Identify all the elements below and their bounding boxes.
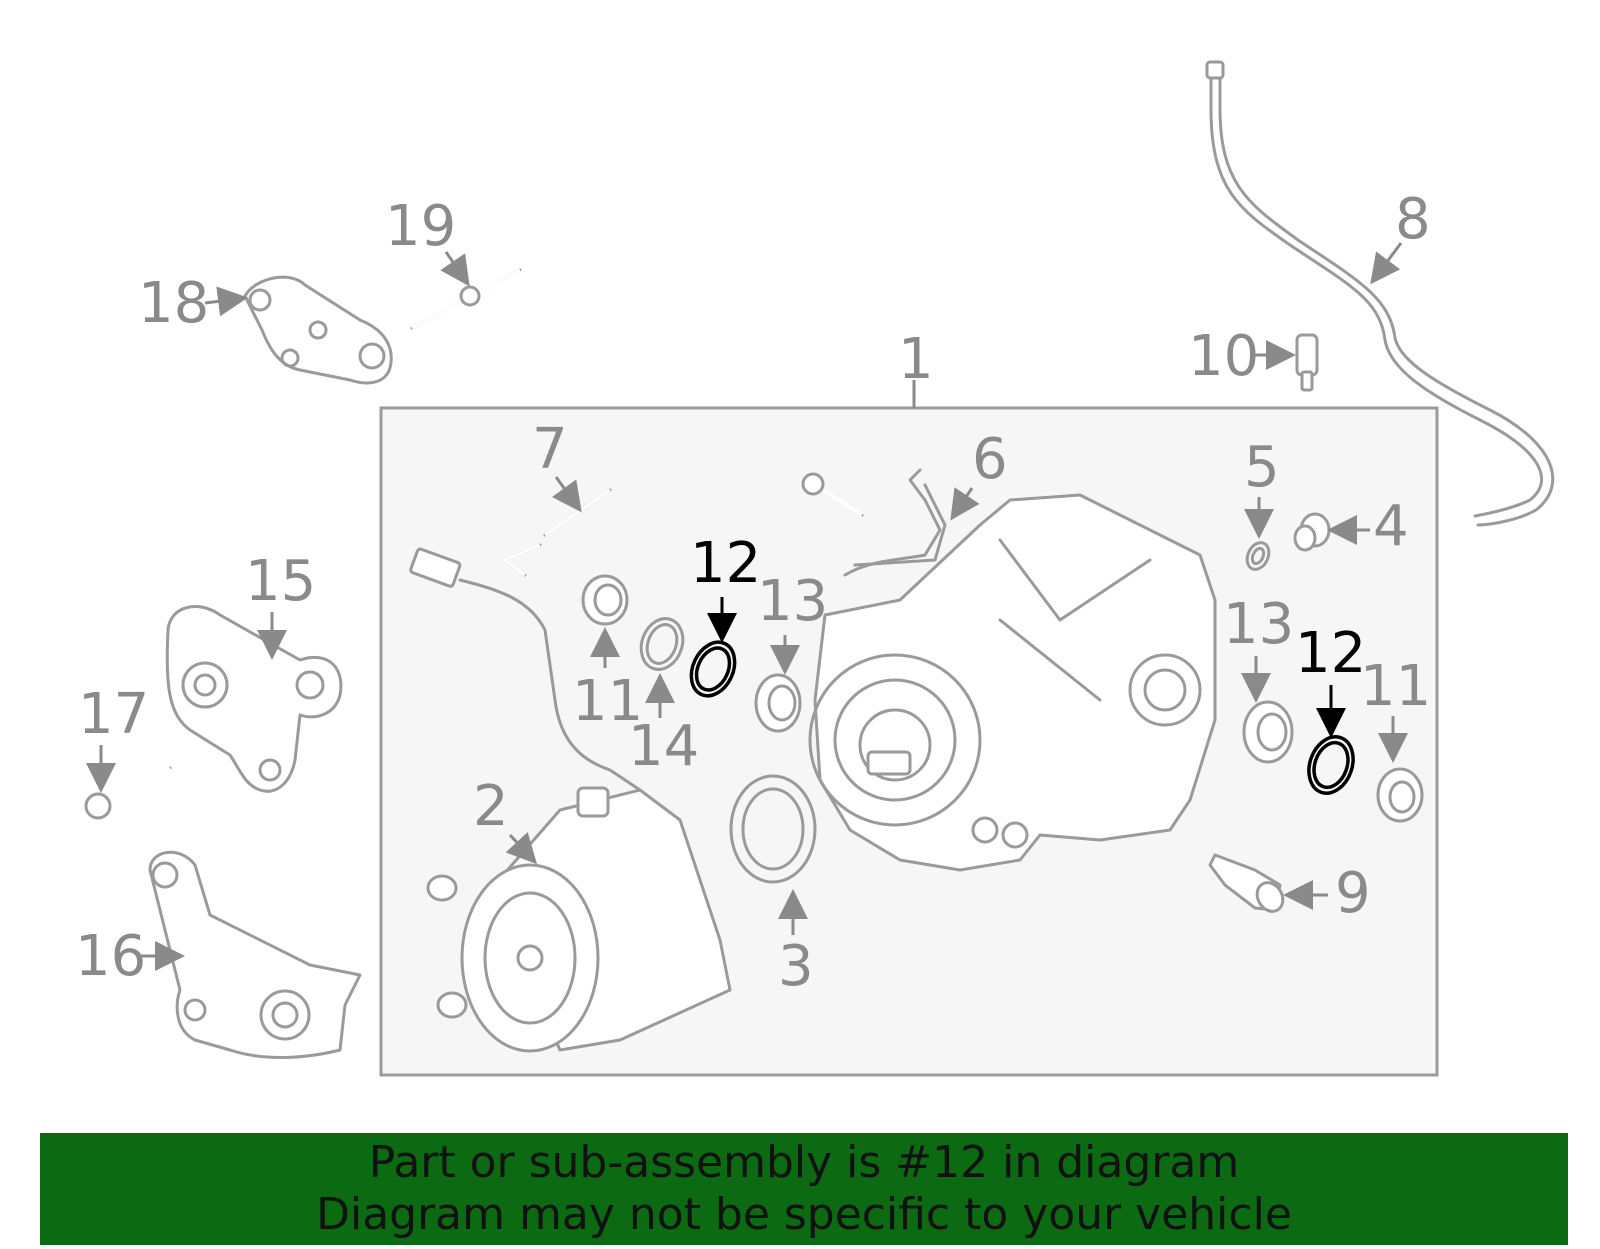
arrow-7 (551, 476, 582, 513)
callout-12-left: 12 (690, 531, 761, 596)
callout-14: 14 (628, 714, 699, 779)
callout-11-left: 11 (572, 669, 643, 734)
callout-15: 15 (245, 549, 316, 614)
differential-housing-part (808, 493, 1217, 872)
callout-13-left: 13 (757, 569, 828, 634)
bracket-6-part (801, 468, 947, 577)
callout-2: 2 (473, 774, 509, 839)
callout-6: 6 (972, 427, 1008, 492)
vent-plug-part (1295, 333, 1319, 392)
breather-hose-part (1205, 60, 1555, 527)
seal-3-part (729, 774, 817, 884)
bearing-13-right-part (1242, 700, 1294, 764)
bearing-13-left-part (754, 673, 802, 733)
bushing-11-right-part (1376, 767, 1424, 823)
callout-16: 16 (75, 924, 146, 989)
sensor-9-part (1208, 853, 1285, 913)
arrow-19 (440, 251, 470, 287)
callout-10: 10 (1188, 324, 1259, 389)
o-ring-14-part (639, 617, 685, 671)
callout-19: 19 (385, 194, 456, 259)
arrow-8 (1370, 242, 1403, 285)
callout-3: 3 (778, 934, 814, 999)
info-banner: Part or sub-assembly is #12 in diagram D… (40, 1133, 1568, 1245)
tube-7-part (502, 488, 612, 577)
mount-bracket-16-part (148, 850, 362, 1059)
callout-7: 7 (532, 417, 568, 482)
callout-4: 4 (1373, 494, 1409, 559)
bolt-17-part (84, 766, 172, 820)
callout-12-right: 12 (1295, 621, 1366, 686)
callout-1: 1 (898, 327, 934, 392)
mount-bracket-15-part (165, 605, 343, 793)
callout-18: 18 (138, 271, 209, 336)
callout-11-right: 11 (1360, 654, 1431, 719)
arrow-6 (950, 487, 980, 521)
motor-2-part (426, 786, 732, 1053)
callout-8: 8 (1395, 187, 1431, 252)
plug-4-part (1293, 512, 1331, 552)
banner-line-1: Part or sub-assembly is #12 in diagram (368, 1137, 1240, 1188)
arrow-2 (505, 831, 538, 865)
sensor-harness-part (409, 547, 642, 792)
washer-5-part (1245, 541, 1271, 571)
arrow-18 (204, 286, 248, 317)
banner-line-2: Diagram may not be specific to your vehi… (316, 1189, 1292, 1240)
callout-5: 5 (1244, 435, 1280, 500)
mount-bracket-18-part (243, 275, 393, 385)
o-ring-12-left-part (689, 640, 737, 698)
bushing-11-left-part (581, 574, 629, 626)
callout-17: 17 (78, 682, 149, 747)
callout-13-right: 13 (1223, 592, 1294, 657)
callout-9: 9 (1335, 861, 1371, 926)
bolt-19-part (410, 268, 522, 330)
